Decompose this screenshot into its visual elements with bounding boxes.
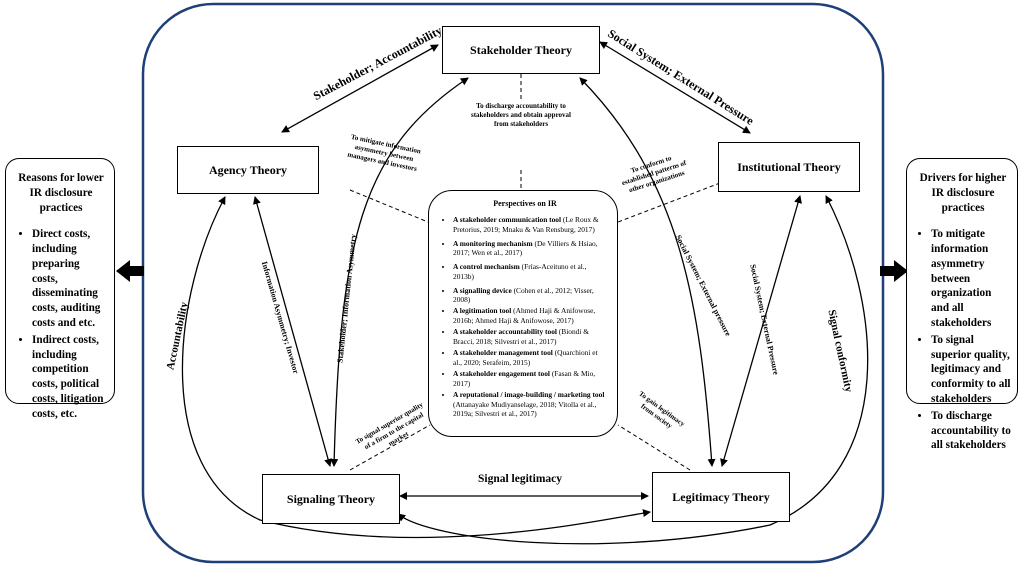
driver-item: To discharge accountability to all stake… [931,409,1011,453]
edge-agency-signaling [253,196,332,467]
perspective-item: A signalling device (Cohen et al., 2012;… [453,286,607,305]
perspective-item: A stakeholder communication tool (Le Rou… [453,215,607,234]
perspective-item: A control mechanism (Frías-Aceituno et a… [453,262,607,281]
edge-stakeholder-institutional [599,41,751,134]
note-discharge: To discharge accountability to stakehold… [470,102,572,128]
institutional-theory-box: Institutional Theory [718,142,860,192]
agency-theory-box: Agency Theory [177,146,319,194]
driver-item: To signal superior quality, legitimacy a… [931,333,1011,407]
perspective-item: A monitoring mechanism (De Villiers & Hs… [453,239,607,258]
driver-item: To mitigate information asymmetry betwee… [931,227,1011,330]
label-signal-legitimacy: Signal legitimacy [478,473,563,485]
perspective-item: A reputational / image-building / market… [453,390,607,418]
perspective-item: A stakeholder engagement tool (Fasan & M… [453,369,607,388]
outer-frame [141,2,885,564]
reasons-panel: Reasons for lower IR disclosure practice… [5,158,115,420]
stakeholder-theory-box: Stakeholder Theory [442,26,600,74]
legitimacy-theory-box: Legitimacy Theory [652,472,790,522]
edge-institutional-legitimacy [720,195,802,467]
edge-stakeholder-agency [281,44,439,133]
perspective-item: A stakeholder management tool (Quarchion… [453,348,607,367]
edge-accountability [181,196,651,539]
perspective-item: A stakeholder accountability tool (Biond… [453,327,607,346]
signaling-theory-box: Signaling Theory [262,474,400,524]
reason-item: Indirect costs, including competition co… [32,333,106,422]
perspectives-box: Perspectives on IR A stakeholder communi… [428,190,618,437]
drivers-panel: Drivers for higher IR disclosure practic… [906,158,1018,451]
right-arrow-icon [880,260,908,282]
reason-item: Direct costs, including preparing costs,… [32,227,106,330]
drivers-title: Drivers for higher IR disclosure practic… [919,172,1007,214]
edge-signal-conformity [397,195,869,545]
perspective-item: A legitimation tool (Ahmed Haji & Anifow… [453,306,607,325]
perspectives-title: Perspectives on IR [493,199,557,208]
reasons-title: Reasons for lower IR disclosure practice… [18,172,104,214]
left-arrow-icon [116,260,144,282]
